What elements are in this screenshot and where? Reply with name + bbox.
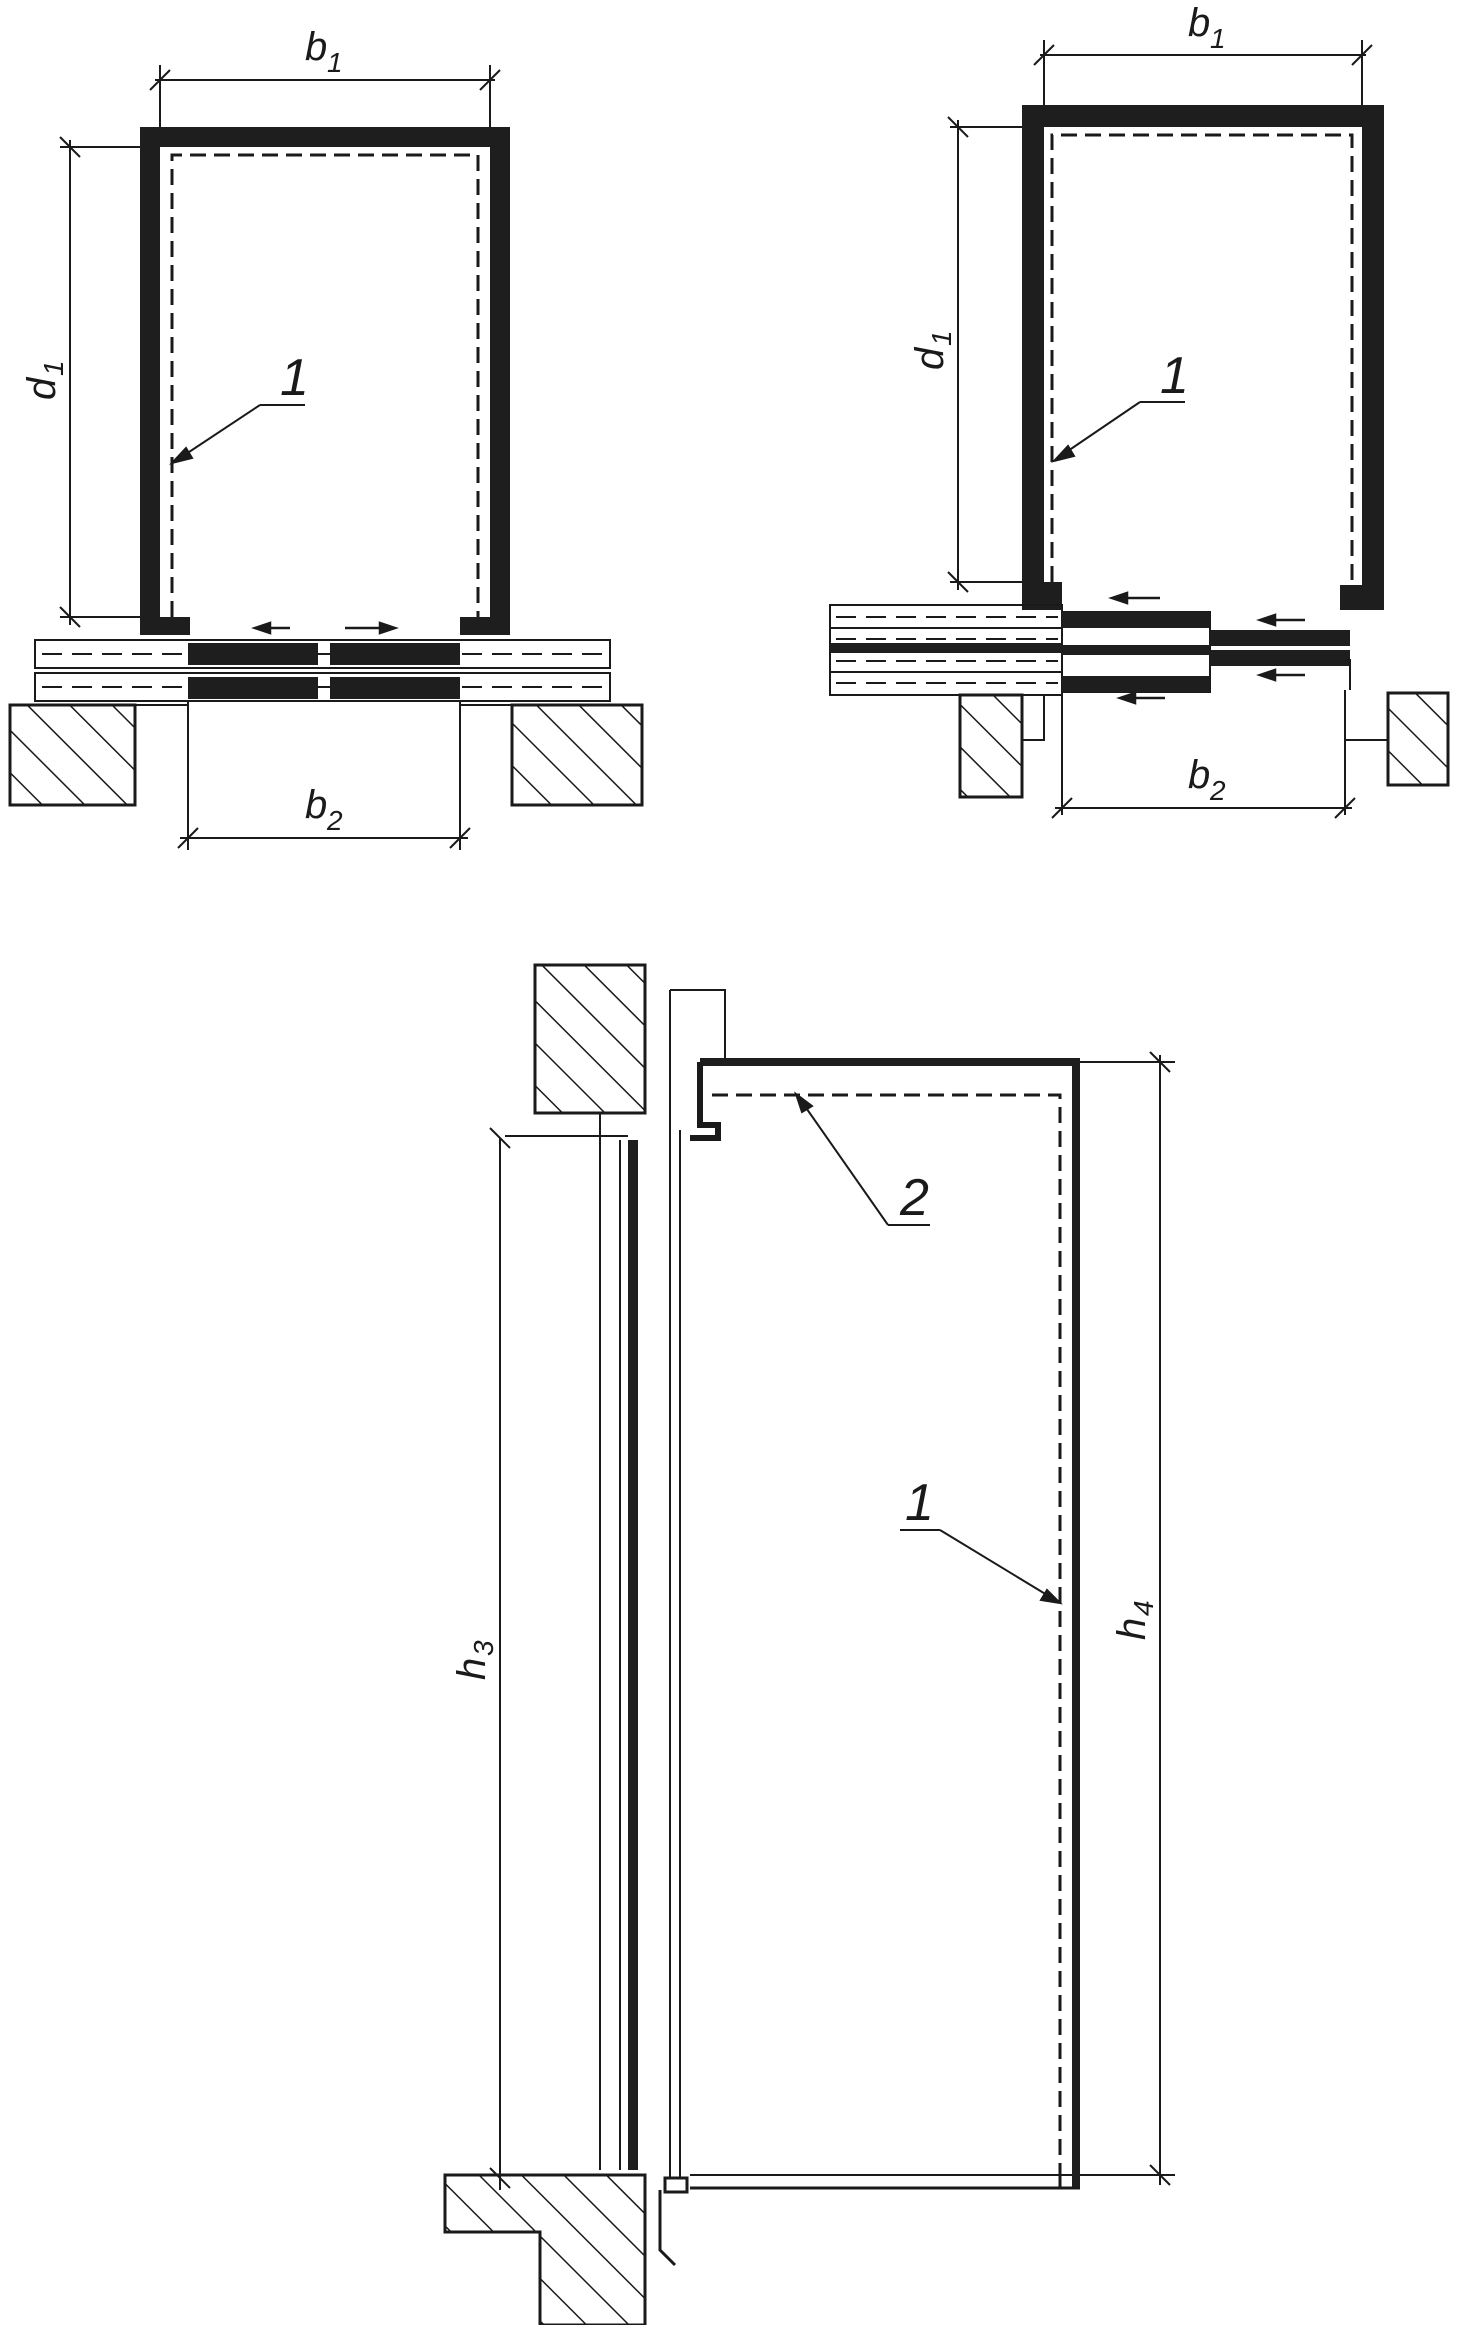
lower-floor-block	[443, 2173, 647, 2325]
door-tracks	[34, 639, 611, 702]
label-b2-main: b	[1188, 753, 1210, 797]
dimension-d1	[59, 136, 140, 628]
label-d1-main: d	[908, 346, 952, 370]
label-b1-sub: 1	[1210, 23, 1226, 54]
car-area-dashed-outline	[1050, 133, 1354, 582]
plan-side-opening: b 1 d 1 b 2 1	[829, 1, 1450, 819]
reference-number-1: 1	[280, 349, 309, 407]
label-h3-main: h	[450, 1658, 494, 1680]
label-h4-main: h	[1110, 1618, 1154, 1640]
label-b2-sub: 2	[1209, 775, 1226, 806]
dimension-d1	[947, 116, 1022, 593]
label-b2-main: b	[305, 783, 327, 827]
door-opening-arrows	[251, 621, 399, 635]
reference-leader-1	[168, 404, 305, 465]
door-panels	[188, 643, 460, 699]
landing-door	[505, 1113, 638, 2170]
reference-leader-1	[1050, 401, 1185, 463]
landing-walls	[8, 700, 644, 850]
dimension-b2	[1051, 797, 1356, 819]
sill	[658, 2176, 689, 2267]
car-walls	[140, 127, 510, 635]
dimension-b1	[1033, 40, 1373, 105]
landing-walls	[958, 659, 1450, 815]
upper-wall-block	[533, 963, 647, 1115]
dimension-b2	[177, 827, 471, 849]
reference-leader-2	[794, 1091, 930, 1226]
dimension-h4	[1080, 1051, 1175, 2186]
label-d1-main: d	[20, 376, 64, 400]
section-elevation: h 3 h 4 2 1	[443, 963, 1175, 2325]
door-closing-arrows	[1108, 591, 1305, 705]
reference-number-1: 1	[1160, 347, 1189, 405]
label-h4-sub: 4	[1128, 1600, 1159, 1616]
label-b2-sub: 2	[326, 805, 343, 836]
car-door	[669, 989, 726, 2185]
reference-number-2: 2	[899, 1169, 929, 1227]
label-b1-main: b	[1188, 1, 1210, 45]
dimension-h3	[489, 1127, 511, 2190]
reference-number-1: 1	[905, 1474, 934, 1532]
label-d1-sub: 1	[38, 360, 69, 376]
plan-centre-opening: b 1 d 1 b 2 1	[8, 25, 644, 850]
reference-leader-1	[900, 1529, 1063, 1605]
car-body	[690, 1058, 1080, 2190]
door-panels	[830, 612, 1350, 692]
dimension-b1	[149, 65, 501, 127]
label-b1-main: b	[305, 25, 327, 69]
label-b1-sub: 1	[327, 47, 343, 78]
label-h3-sub: 3	[468, 1640, 499, 1656]
car-interior-dashed-outline	[712, 1093, 1062, 2175]
car-walls	[1022, 105, 1384, 610]
car-area-dashed-outline	[170, 153, 480, 617]
label-d1-sub: 1	[926, 330, 957, 346]
